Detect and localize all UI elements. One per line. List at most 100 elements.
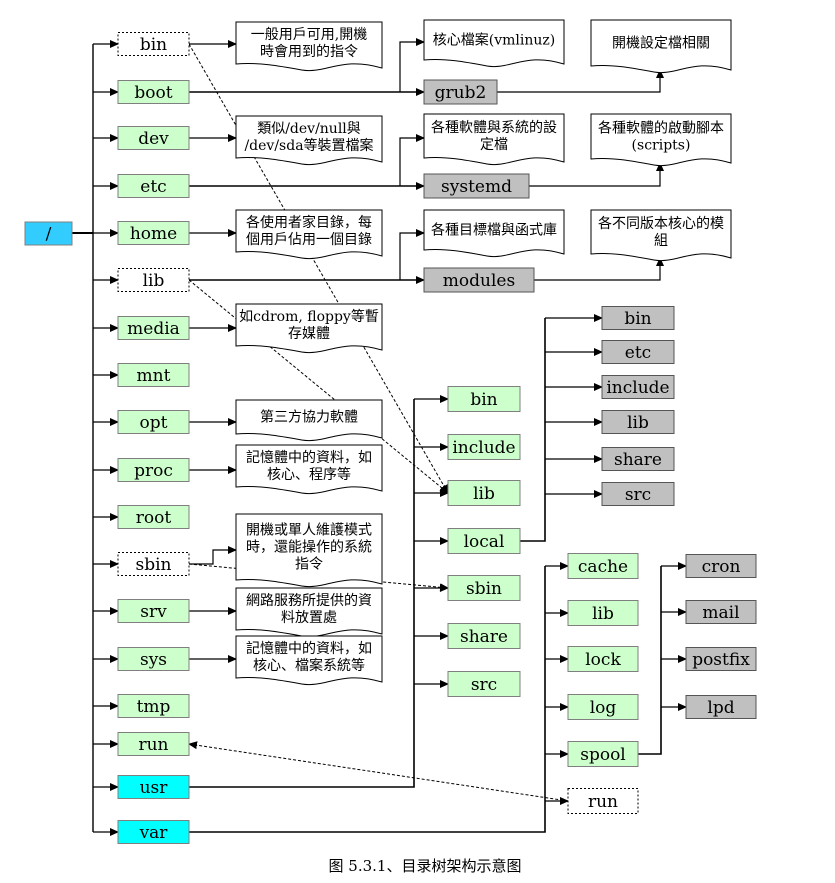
var-bus [189,566,546,833]
grub2-to-kernel-note [399,38,425,92]
dir-sbin: sbin [117,552,190,576]
dir-run-label: run [138,735,168,755]
etc-to-softcfg-note [399,134,425,186]
dir-var-run-rect [567,788,639,814]
dir-var-spool-cron-rect [685,554,757,578]
note-opt-shape [235,399,383,442]
note-sys-line: 記憶體中的資料，如 [246,640,372,657]
dir-usr-local-include: include [601,375,675,399]
dir-dev: dev [117,126,190,150]
note-proc-line: 記憶體中的資料，如 [246,449,372,466]
dir-var-lib-label: lib [592,604,614,624]
lib-to-libfunc-note [399,229,425,280]
dir-bin: bin [117,32,190,56]
note-sys: 記憶體中的資料，如核心、檔案系統等 [235,635,383,686]
dir-usr-local-etc: etc [601,340,675,364]
dir-var-spool-mail-label: mail [702,603,739,623]
dir-usr-local-include-rect [601,375,675,399]
note-bootcfg-shape [590,19,732,74]
note-dev-shape [235,115,383,166]
note-libfunc: 各種目標檔與函式庫 [423,209,565,258]
dir-var-cache-label: cache [578,557,628,577]
dir-usr-local-lib-rect [601,410,675,434]
note-bin-line: 時會用到的指令 [260,44,358,60]
note-dev-line: 類似/dev/null與 [257,121,361,137]
dir-var-spool-lpd-rect [685,695,757,719]
note-sbin-line: 指令 [295,557,323,573]
note-srv-line: 網路服務所提供的資 [246,593,372,609]
dir-boot-label: boot [134,83,172,103]
dir-var-run: run [567,788,639,814]
dir-media-label: media [127,319,180,339]
dir-root: root [117,505,190,529]
dir-var-spool-postfix-label: postfix [692,650,750,670]
note-dev-line: /dev/sda等裝置檔案 [244,137,373,154]
dir-var-cache-rect [567,553,639,579]
dir-var-lib-rect [567,600,639,626]
dir-usr-src: src [447,671,521,697]
dir-usr-local: local [447,528,521,554]
dir-media-rect [117,316,190,340]
note-kernel-line: 核心檔案(vmlinuz) [433,32,555,49]
dir-boot: boot [117,80,190,104]
dir-etc-systemd-rect [423,173,530,199]
dir-usr-local-etc-rect [601,340,675,364]
dir-usr-src-label: src [471,675,497,695]
dir-dev-label: dev [138,129,169,149]
dir-usr-local-bin-rect [601,306,675,330]
dir-usr-local-share: share [601,447,675,471]
dir-mnt-label: mnt [137,366,171,386]
dir-var-lock-label: lock [585,650,621,670]
dir-var-spool-rect [567,741,639,767]
dir-usr-local-bin: bin [601,306,675,330]
dir-usr-share: share [447,623,521,649]
figure-caption: 图 5.3.1、目录树架构示意图 [329,857,522,875]
dir-lib-label: lib [143,271,165,291]
dir-usr-bin: bin [447,386,521,412]
note-sbin-shape [235,513,383,588]
dir-var-spool-postfix: postfix [685,647,757,671]
dir-opt: opt [117,410,190,434]
note-softcfg-line: 定檔 [480,137,508,153]
dir-usr-src-rect [447,671,521,697]
local-bus [520,318,546,542]
note-media-line: 如cdrom, floppy等暫 [239,308,379,325]
dir-lib-rect [117,268,190,292]
dir-usr-sbin-rect [447,575,521,601]
dir-usr-local-bin-label: bin [624,309,651,329]
dir-sys: sys [117,647,190,671]
dir-sbin-label: sbin [136,555,172,575]
dir-tmp: tmp [117,694,190,718]
dir-var-label: var [139,823,169,843]
dir-tmp-label: tmp [137,697,171,717]
dir-var-spool: spool [567,741,639,767]
note-sys-shape [235,635,383,686]
note-proc-shape [235,444,383,495]
dir-usr-local-share-rect [601,447,675,471]
root-dir-node-rect [24,221,73,246]
symlink-lib-to-usr-lib [188,279,449,494]
dir-usr-label: usr [140,778,169,798]
dir-usr-rect [117,775,190,799]
symlink-var-run-to-run [188,741,569,802]
note-dev: 類似/dev/null與/dev/sda等裝置檔案 [235,115,383,166]
systemd-to-scripts-note [529,162,664,187]
dir-var-log-label: log [590,698,617,718]
dir-usr-lib-rect [447,480,521,506]
dir-usr-local-src: src [601,482,675,506]
dir-usr-local-label: local [464,532,505,552]
dir-boot-grub2-label: grub2 [435,83,487,103]
note-bootcfg-line: 開機設定檔相關 [612,36,710,52]
dir-boot-grub2-rect [423,79,498,105]
dir-var: var [117,820,190,844]
dir-run-rect [117,732,190,756]
dir-dev-rect [117,126,190,150]
dir-usr-local-lib: lib [601,410,675,434]
dir-srv-rect [117,599,190,623]
note-kernel: 核心檔案(vmlinuz) [423,19,565,68]
